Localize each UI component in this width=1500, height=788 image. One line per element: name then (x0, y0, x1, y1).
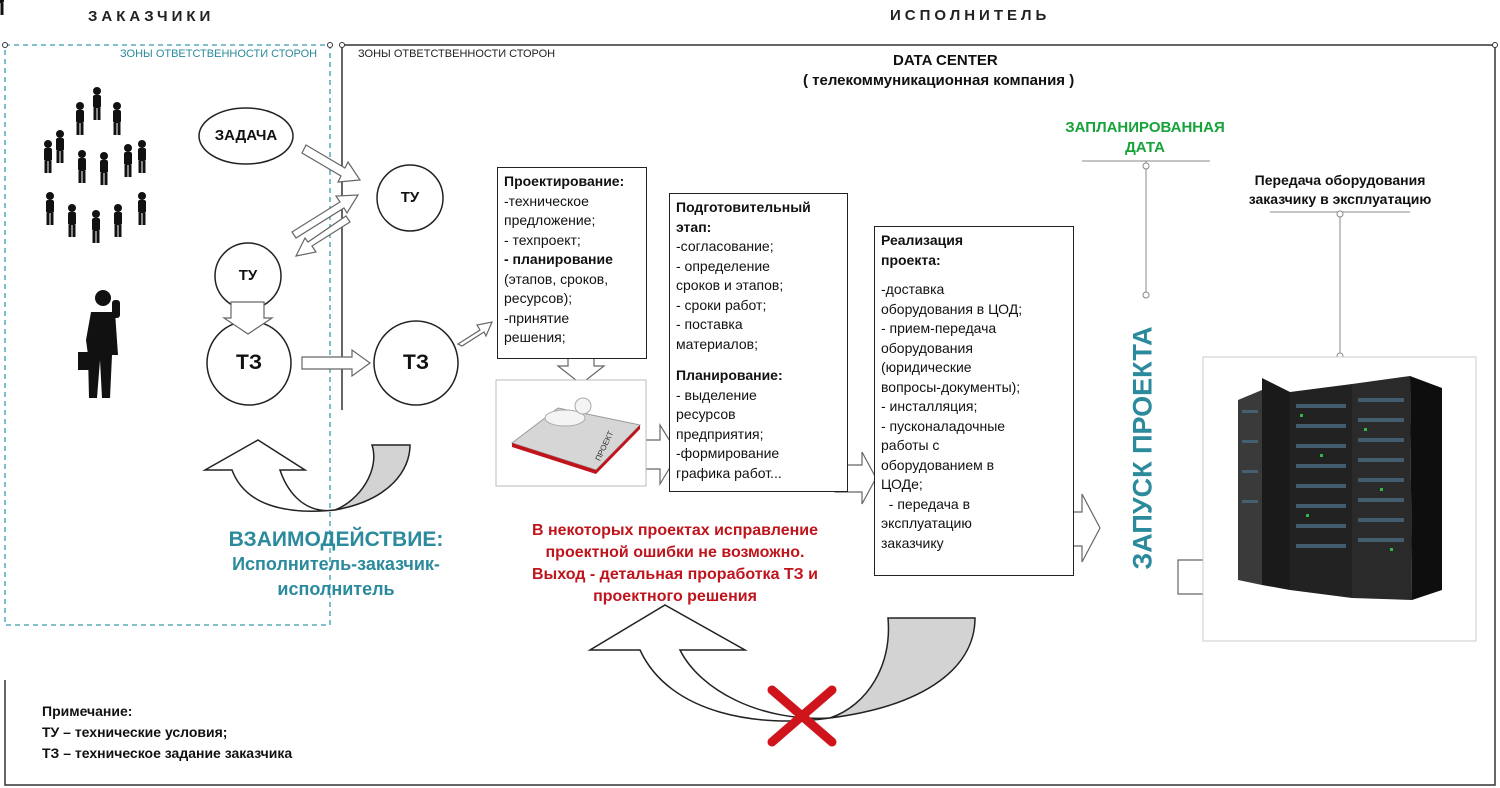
prep-line: - сроки работ; (676, 296, 767, 313)
customer-header: ЗАКАЗЧИКИ (88, 8, 215, 25)
impl-line: работы с (881, 437, 940, 453)
prep-title: Подготовительный (676, 199, 811, 215)
interaction-title: ВЗАИМОДЕЙСТВИЕ: (228, 528, 444, 551)
tu-left-label: ТУ (238, 267, 258, 284)
contractor-header: ИСПОЛНИТЕЛЬ (890, 7, 1051, 24)
note-line: ТЗ – техническое задание заказчика (42, 745, 293, 761)
prep-line: графика работ... (676, 464, 782, 481)
customer-zone-label: ЗОНЫ ОТВЕТСТВЕННОСТИ СТОРОН (120, 48, 318, 60)
impl-line: вопросы-документы); (881, 378, 1021, 395)
implementation-box: Реализация проекта: -доставка оборудован… (874, 226, 1074, 576)
impl-title: Реализация (881, 232, 964, 248)
impl-line: ЦОДе; (881, 476, 923, 492)
design-line: -принятие (504, 309, 570, 326)
prep-line: материалов; (676, 335, 758, 352)
impl-line: - пусконаладочные (881, 417, 1006, 434)
planned-date-line: ЗАПЛАНИРОВАННАЯ (1065, 119, 1225, 136)
server-rack-illustration (1202, 356, 1477, 642)
note-line: ТУ – технические условия; (42, 724, 228, 740)
prep-line: ресурсов (676, 406, 736, 422)
impl-line: оборудования в ЦОД; (881, 300, 1023, 317)
prep-line: - выделение (676, 386, 757, 403)
contractor-zone-border (4, 44, 1496, 786)
handover-line: заказчику в эксплуатацию (1248, 191, 1432, 207)
warning-text: В некоторых проектах исправление проектн… (480, 520, 870, 608)
task-label: ЗАДАЧА (214, 127, 278, 144)
impl-title: проекта: (881, 251, 941, 268)
people-group-icon (0, 0, 146, 243)
contractor-zone-label: ЗОНЫ ОТВЕТСТВЕННОСТИ СТОРОН (358, 48, 556, 60)
planned-date-label: ЗАПЛАНИРОВАННАЯ ДАТА (1050, 118, 1240, 158)
design-line: -техническое (504, 192, 589, 209)
design-title: Проектирование: (504, 173, 625, 189)
tz-right-label: ТЗ (403, 351, 429, 374)
impl-line: - прием-передача (881, 320, 997, 336)
warning-line: проектной ошибки не возможно. (545, 544, 805, 561)
impl-line: оборудованием в (881, 456, 995, 473)
handover-marker (1270, 210, 1410, 360)
design-line: предложение; (504, 212, 596, 228)
handover-line: Передача оборудования (1254, 172, 1426, 188)
prep-line: -согласование; (676, 238, 774, 254)
tu-circle-right (376, 164, 444, 232)
impl-line: (юридические (881, 359, 972, 375)
design-line: решения; (504, 329, 566, 345)
impl-line: оборудования (881, 339, 973, 356)
prep-planning-title: Планирование: (676, 367, 783, 383)
impl-line: -доставка (881, 281, 945, 297)
impl-line: - передача в (881, 495, 971, 512)
impl-line: заказчику (881, 534, 944, 551)
prep-line: - определение (676, 257, 770, 274)
dc-title: DATA CENTER (893, 52, 998, 69)
prep-line: - поставка (676, 316, 743, 332)
task-circle (198, 107, 294, 165)
warning-line: Выход - детальная проработка ТЗ и (532, 566, 818, 583)
interaction-line: Исполнитель-заказчик- (232, 554, 440, 574)
design-line: (этапов, сроков, (504, 270, 609, 287)
planned-date-line: ДАТА (1125, 139, 1165, 156)
red-cross-icon (767, 685, 837, 747)
project-book-illustration (495, 379, 647, 487)
note-title: Примечание: (42, 703, 133, 719)
design-planning: - планирование (504, 251, 613, 267)
tu-right-label: ТУ (400, 189, 420, 206)
interaction-line: исполнитель (277, 579, 395, 599)
businessman-phone-icon (78, 290, 120, 398)
impl-line: эксплуатацию (881, 515, 972, 531)
dc-subtitle: ( телекоммуникационная компания ) (803, 72, 1075, 89)
interaction-text: ВЗАИМОДЕЙСТВИЕ: Исполнитель-заказчик- ис… (186, 527, 486, 602)
rework-curved-arrow (587, 604, 976, 722)
impl-line: - инсталляция; (881, 398, 978, 414)
warning-line: В некоторых проектах исправление (531, 522, 819, 539)
handover-label: Передача оборудования заказчику в эксплу… (1215, 171, 1465, 209)
planned-date-marker (1082, 160, 1210, 299)
prep-line: сроков и этапов; (676, 277, 784, 293)
customer-zone-border (4, 44, 331, 626)
prep-line: -формирование (676, 445, 780, 461)
tz-circle-right (373, 320, 459, 406)
prep-box: Подготовительный этап: -согласование; - … (669, 193, 848, 492)
design-line: ресурсов); (504, 290, 573, 306)
design-line: - техпроект; (504, 231, 581, 248)
prep-title: этап: (676, 218, 712, 235)
note-block: Примечание: ТУ – технические условия; ТЗ… (42, 701, 292, 764)
prep-line: предприятия; (676, 425, 764, 442)
warning-line: проектного решения (593, 588, 757, 605)
project-launch-label: ЗАПУСК ПРОЕКТА (1127, 326, 1158, 570)
interaction-curved-arrow (202, 439, 411, 512)
tz-left-label: ТЗ (236, 351, 262, 374)
design-box: Проектирование: -техническое предложение… (497, 167, 647, 359)
